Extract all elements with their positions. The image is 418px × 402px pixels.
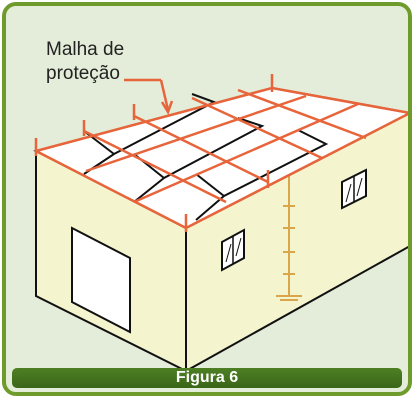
figure-frame: Malha de proteção Figura 6 [2, 2, 412, 396]
label-line-1: Malha de [46, 39, 125, 60]
down-conductor [276, 176, 302, 301]
building-illustration [33, 74, 408, 373]
protection-mesh-label: Malha de proteção [46, 38, 124, 86]
window-left [221, 228, 245, 272]
caption-bar: Figura 6 [12, 368, 402, 388]
protection-mesh [34, 74, 408, 232]
window-right [341, 168, 367, 210]
door [71, 226, 131, 334]
label-line-2: proteção [46, 63, 120, 84]
figure-caption: Figura 6 [175, 369, 239, 386]
